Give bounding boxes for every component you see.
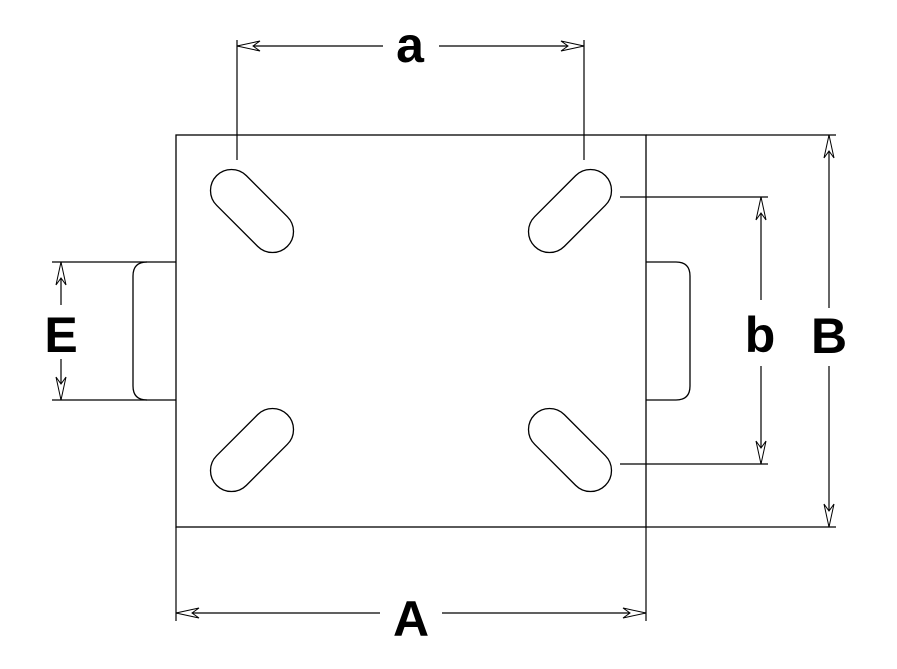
bolt-slot-top-left	[209, 168, 295, 254]
dimension-B-arrow-bottom	[823, 503, 835, 528]
dimension-A-label-bg	[380, 590, 442, 644]
dimension-a: a	[236, 17, 585, 160]
dimension-b-arrow-top	[755, 196, 767, 221]
dimension-E-label-bg	[40, 305, 84, 359]
mounting-plate	[175, 134, 647, 528]
dimension-a-label: a	[396, 17, 425, 73]
dimension-E-arrow-top	[55, 261, 67, 286]
dimension-b-label-bg	[738, 300, 784, 366]
dimension-B: B	[646, 134, 852, 528]
bolt-slot-bottom-right	[527, 407, 613, 493]
dimension-B-label-bg	[806, 308, 852, 366]
dimension-B-label: B	[811, 308, 847, 364]
left-tab	[132, 261, 176, 401]
dimension-E-arrow-bottom	[55, 376, 67, 401]
dimension-a-arrow-left	[236, 40, 261, 52]
dimension-a-arrow-right	[560, 40, 585, 52]
dimension-b-arrow-bottom	[755, 440, 767, 465]
dimension-A-arrow-right	[622, 607, 647, 619]
dimension-A: A	[175, 527, 647, 647]
bolt-slot-top-right	[527, 168, 613, 254]
dimension-a-label-bg	[383, 20, 439, 72]
dimension-b: b	[620, 196, 784, 465]
dimension-B-arrow-top	[823, 134, 835, 159]
bolt-slots	[209, 168, 613, 493]
bolt-slot-bottom-left	[209, 407, 295, 493]
dimension-E-label: E	[44, 307, 77, 363]
dimension-b-label: b	[745, 307, 776, 363]
dimension-E: E	[40, 261, 147, 401]
dimension-A-label: A	[393, 591, 429, 647]
right-tab	[646, 261, 691, 401]
dimension-A-arrow-left	[175, 607, 200, 619]
